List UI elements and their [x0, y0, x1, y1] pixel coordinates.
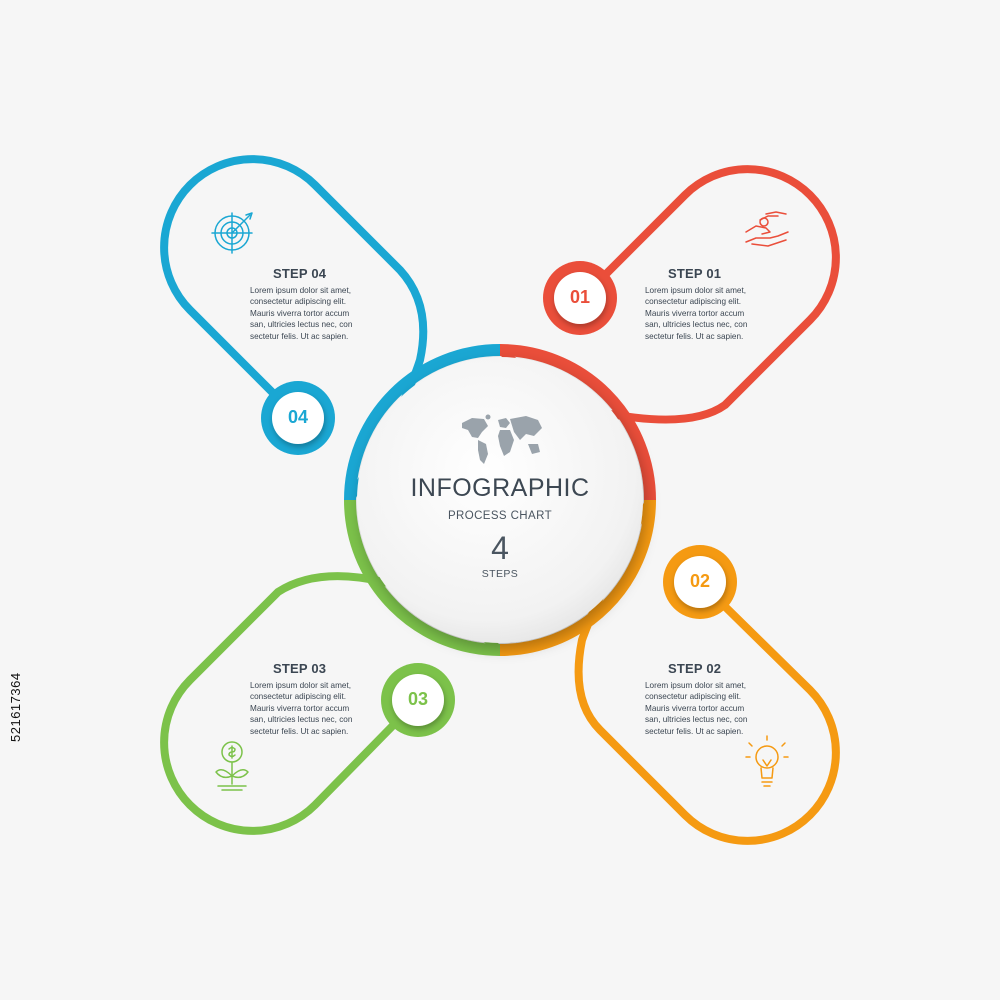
badge-04-number: 04	[287, 407, 309, 427]
center-count-label: STEPS	[481, 568, 519, 580]
lightbulb-icon	[745, 735, 789, 787]
center-subtitle: PROCESS CHART	[447, 510, 553, 522]
step-01-title: STEP 01	[668, 266, 722, 281]
stock-id-text: 521617364	[8, 672, 23, 742]
step-02-description: Lorem ipsum dolor sit amet, consectetur …	[645, 681, 748, 736]
badge-01	[543, 261, 617, 335]
money-plant-icon	[215, 741, 249, 791]
world-map-icon	[462, 414, 542, 464]
step-04-title: STEP 04	[273, 266, 327, 281]
center-disc	[357, 357, 643, 643]
badge-02	[663, 545, 737, 619]
badge-04	[261, 381, 335, 455]
badge-02-number: 02	[689, 571, 711, 591]
target-icon	[211, 212, 253, 254]
hand-coin-icon	[745, 211, 789, 247]
center-count: 4	[491, 530, 509, 566]
center-ring	[344, 344, 656, 656]
badge-03-number: 03	[407, 689, 429, 709]
step-03-title: STEP 03	[273, 661, 327, 676]
badge-01-number: 01	[569, 287, 591, 307]
step-04-description: Lorem ipsum dolor sit amet, consectetur …	[250, 286, 353, 341]
badge-03	[381, 663, 455, 737]
step-03-description: Lorem ipsum dolor sit amet, consectetur …	[250, 681, 353, 736]
center-title: INFOGRAPHIC	[410, 474, 590, 502]
step-02-title: STEP 02	[668, 661, 722, 676]
step-01-description: Lorem ipsum dolor sit amet, consectetur …	[645, 286, 748, 341]
